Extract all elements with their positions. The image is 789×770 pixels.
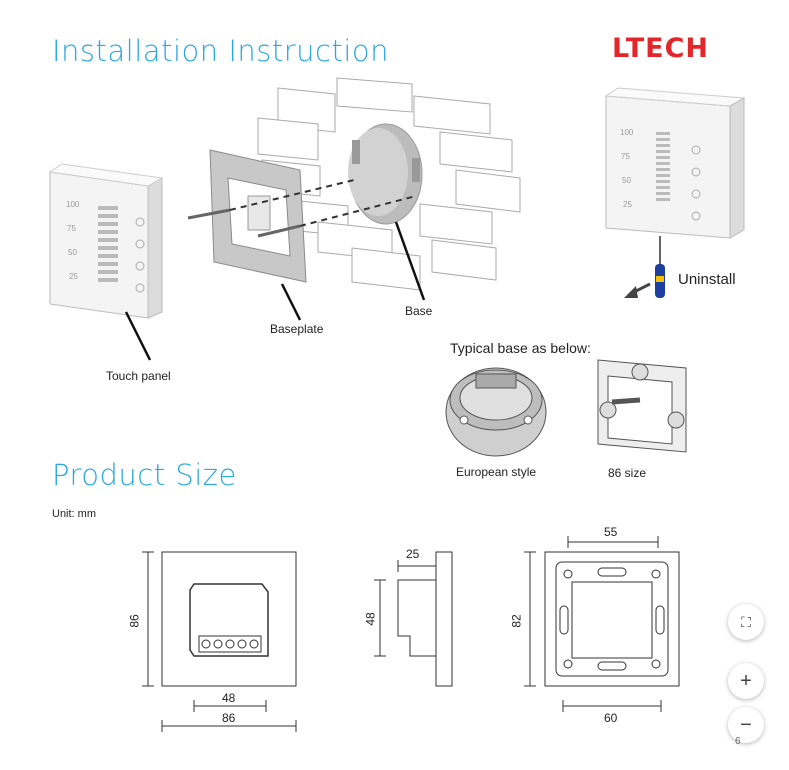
dim-back-bottom: 60 xyxy=(604,711,618,725)
dim-front-width: 86 xyxy=(222,711,236,725)
dim-front-height: 86 xyxy=(127,614,142,628)
size-86-label: 86 size xyxy=(608,466,647,480)
touch-panel-level-label: 25 xyxy=(69,272,78,281)
touch-panel-label: Touch panel xyxy=(106,369,171,383)
touch-panel-level-label: 75 xyxy=(67,224,76,233)
zoom-out-button[interactable]: − xyxy=(728,707,764,743)
page-marker: 6 xyxy=(735,736,741,747)
zoom-in-button[interactable]: + xyxy=(728,663,764,699)
box-86-shape xyxy=(597,359,687,453)
base-box xyxy=(348,123,423,225)
product-size-heading: Product Size xyxy=(52,458,237,492)
baseplate-label: Baseplate xyxy=(270,322,324,336)
uninstall-panel-level-label: 100 xyxy=(620,128,634,137)
touch-panel-level-label: 50 xyxy=(68,248,77,257)
dim-front-inner-width: 48 xyxy=(222,691,236,705)
installation-heading: Installation Instruction xyxy=(52,34,390,68)
back-view-outline xyxy=(544,551,680,687)
callout-lines xyxy=(124,221,426,361)
touch-panel-shape xyxy=(48,163,164,319)
uninstall-panel-level-label: 25 xyxy=(623,200,632,209)
side-view-outline xyxy=(435,551,453,687)
touch-panel-level-label: 100 xyxy=(66,200,80,209)
ltech-logo: LTECH xyxy=(612,33,710,64)
uninstall-panel xyxy=(604,87,746,298)
dim-side-depth: 25 xyxy=(406,547,420,561)
dim-side-height: 48 xyxy=(363,612,378,626)
dim-back-height: 82 xyxy=(509,614,524,628)
base-label: Base xyxy=(405,304,433,318)
uninstall-panel-level-label: 75 xyxy=(621,152,630,161)
uninstall-label: Uninstall xyxy=(678,271,736,288)
installation-illustration xyxy=(48,77,746,457)
typical-base-label: Typical base as below: xyxy=(450,340,591,356)
european-base-shape xyxy=(445,367,547,457)
unit-label: Unit: mm xyxy=(52,508,96,520)
dim-back-top: 55 xyxy=(604,525,618,539)
european-style-label: European style xyxy=(456,465,537,479)
fullscreen-button[interactable]: ⛶ xyxy=(728,604,764,640)
screw-lines xyxy=(187,179,417,238)
front-view-outline xyxy=(161,551,297,687)
uninstall-panel-level-label: 50 xyxy=(622,176,631,185)
